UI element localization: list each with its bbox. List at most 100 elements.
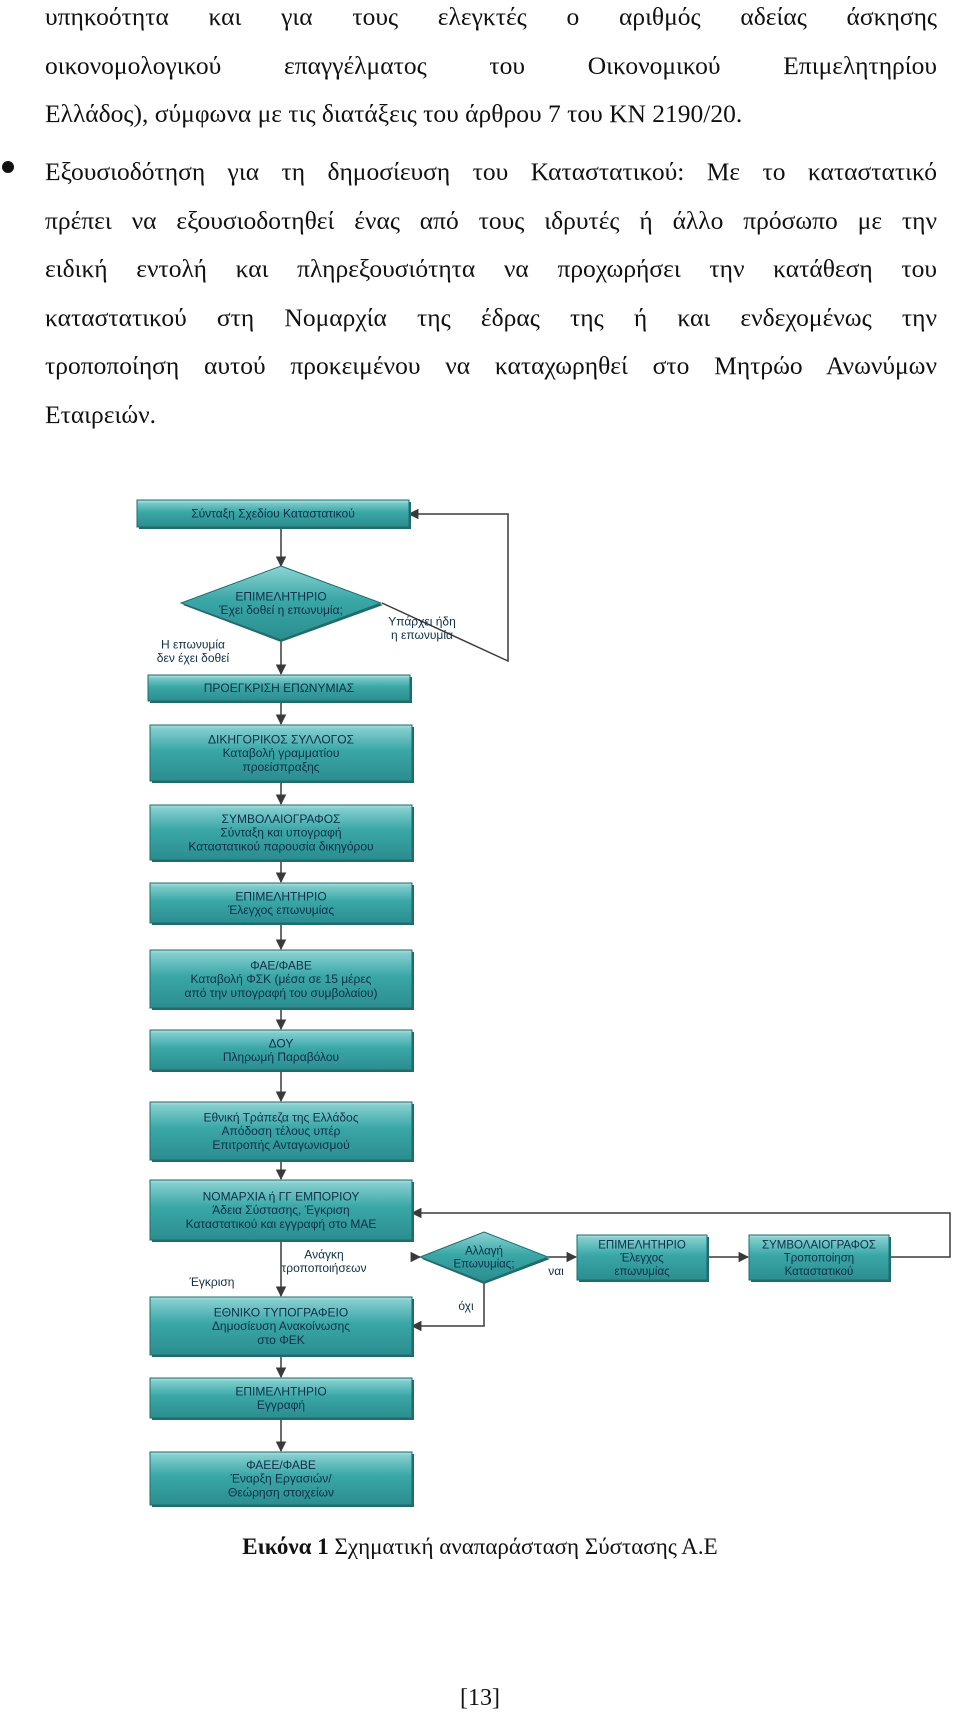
box-text: Θεώρηση στοιχείων — [228, 1486, 334, 1500]
box-body — [147, 674, 411, 702]
flowchart-connectors — [275, 508, 951, 1453]
process-box: Σύνταξη Σχεδίου Καταστατικού — [136, 499, 411, 529]
label-approval: Έγκριση — [189, 1275, 235, 1289]
box-body — [149, 949, 413, 1009]
box-body — [576, 1234, 708, 1281]
box-body — [149, 1029, 413, 1071]
box-text: ΕΘΝΙΚΟ ΤΥΠΟΓΡΑΦΕΙΟ — [214, 1305, 348, 1319]
text-line: τροποποίηση αυτού προκειμένου να καταχωρ… — [45, 351, 937, 380]
diamond-body — [179, 565, 383, 641]
diamond-text: Επωνυμίας; — [453, 1259, 514, 1271]
box-text: ΦΑΕΕ/ΦΑΒΕ — [246, 1458, 316, 1472]
box-text: Έλεγχος — [619, 1253, 664, 1265]
label-no: όχι — [458, 1299, 474, 1313]
box-text: ΕΠΙΜΕΛΗΤΗΡΙΟ — [235, 889, 326, 903]
text-line: οικονομολογικού επαγγέλματος του Οικονομ… — [45, 50, 937, 80]
box-text: Καταστατικού — [785, 1266, 854, 1278]
box-text: Καταβολή γραμματίου — [223, 746, 340, 760]
box-text: ΔΟΥ — [269, 1036, 294, 1050]
box-text: Καταστατικού παρουσία δικηγόρου — [188, 840, 373, 854]
caption-label: Εικόνα 1 — [242, 1534, 329, 1559]
text-line: ειδική εντολή και πληρεξουσιότητα να προ… — [45, 254, 937, 283]
box-text: Έναρξη Εργασιών/ — [229, 1472, 332, 1486]
diamond-text: Αλλαγή — [465, 1245, 503, 1257]
connector-loop — [381, 508, 509, 663]
box-text: Δημοσίευση Ανακοίνωσης — [212, 1319, 350, 1333]
box-body — [149, 1101, 413, 1161]
caption-text: Σχηματική αναπαράσταση Σύστασης Α.Ε — [328, 1534, 718, 1559]
box-text: Καταστατικού και εγγραφή στο ΜΑΕ — [186, 1217, 377, 1231]
text-line: Ελλάδος), σύμφωνα με τις διατάξεις του ά… — [45, 99, 743, 128]
text-line: Εξουσιοδότηση για τη δημοσίευση του Κατα… — [45, 157, 937, 186]
box-text: ΣΥΜΒΟΛΑΙΟΓΡΑΦΟΣ — [762, 1239, 876, 1251]
text-line: Εταιρειών. — [45, 399, 157, 429]
box-text: Απόδοση τέλους υπέρ — [221, 1124, 340, 1138]
box-text: ΣΥΜΒΟΛΑΙΟΓΡΑΦΟΣ — [222, 812, 341, 826]
figure-caption: Εικόνα 1 Σχηματική αναπαράσταση Σύστασης… — [0, 1532, 960, 1562]
box-text: Εθνική Τράπεζα της Ελλάδος — [203, 1110, 358, 1124]
box-text: Σύνταξη και υπογραφή — [220, 826, 341, 840]
page-number: [13] — [460, 1685, 500, 1711]
box-text: επωνυμίας — [614, 1266, 670, 1278]
box-body — [149, 724, 413, 782]
text-line: καταστατικού στη Νομαρχία της έδρας της … — [45, 302, 937, 332]
box-body — [748, 1234, 890, 1281]
box-body — [136, 499, 410, 528]
box-text: από την υπογραφή του συμβολαίου) — [185, 986, 378, 1000]
box-text: Τροποποίηση — [784, 1253, 854, 1265]
box-text: Επιτροπής Ανταγωνισμού — [212, 1138, 349, 1152]
label-exists: η επωνυμία — [391, 628, 453, 642]
label-exists: Υπάρχει ήδη — [388, 614, 456, 628]
box-body — [149, 882, 413, 924]
bullet-icon — [2, 161, 14, 173]
box-text: ΔΙΚΗΓΟΡΙΚΟΣ ΣΥΛΛΟΓΟΣ — [208, 732, 354, 746]
box-text: ΦΑΕ/ΦΑΒΕ — [250, 958, 312, 972]
box-text: Σύνταξη Σχεδίου Καταστατικού — [191, 507, 355, 521]
box-text: στο ΦΕΚ — [257, 1333, 305, 1347]
process-box: ΠΡΟΕΓΚΡΙΣΗ ΕΠΩΝΥΜΙΑΣ — [147, 674, 412, 703]
box-text: ΠΡΟΕΓΚΡΙΣΗ ΕΠΩΝΥΜΙΑΣ — [204, 681, 354, 695]
bullet-paragraph: Εξουσιοδότηση για τη δημοσίευση του Κατα… — [45, 148, 937, 439]
box-text: Καταβολή ΦΣΚ (μέσα σε 15 μέρες — [191, 972, 372, 986]
diamond-text: ΕΠΙΜΕΛΗΤΗΡΙΟ — [235, 589, 326, 603]
box-body — [149, 1377, 413, 1419]
box-text: Εγγραφή — [257, 1398, 305, 1412]
label-yes: ναι — [548, 1264, 564, 1278]
paragraph-continuation: υπηκοότητα και για τους ελεγκτές ο αριθμ… — [45, 0, 937, 139]
box-text: προείσπραξης — [242, 760, 319, 774]
label-needs-mod: τροποποιήσεων — [282, 1261, 367, 1275]
connector-line — [410, 1282, 485, 1332]
text-line: υπηκοότητα και για τους ελεγκτές ο αριθμ… — [45, 2, 937, 31]
box-text: Άδεια Σύστασης, Έγκριση — [212, 1203, 349, 1217]
label-not-given: Η επωνυμία — [161, 637, 225, 651]
box-text: ΝΟΜΑΡΧΙΑ ή ΓΓ ΕΜΠΟΡΙΟΥ — [203, 1189, 360, 1203]
box-text: Έλεγχος επωνυμίας — [227, 903, 334, 917]
text-line: πρέπει να εξουσιοδοτηθεί ένας από τους ι… — [45, 205, 937, 235]
box-body — [149, 804, 413, 861]
label-needs-mod: Ανάγκη — [304, 1247, 343, 1261]
box-text: ΕΠΙΜΕΛΗΤΗΡΙΟ — [598, 1239, 686, 1251]
label-not-given: δεν έχει δοθεί — [157, 651, 230, 665]
box-body — [149, 1179, 413, 1241]
box-body — [149, 1296, 413, 1356]
diamond-body — [418, 1231, 550, 1283]
box-body — [149, 1451, 413, 1506]
connector-loop — [410, 1207, 951, 1258]
diamond-text: Έχει δοθεί η επωνυμία; — [218, 603, 343, 617]
box-text: ΕΠΙΜΕΛΗΤΗΡΙΟ — [235, 1384, 326, 1398]
